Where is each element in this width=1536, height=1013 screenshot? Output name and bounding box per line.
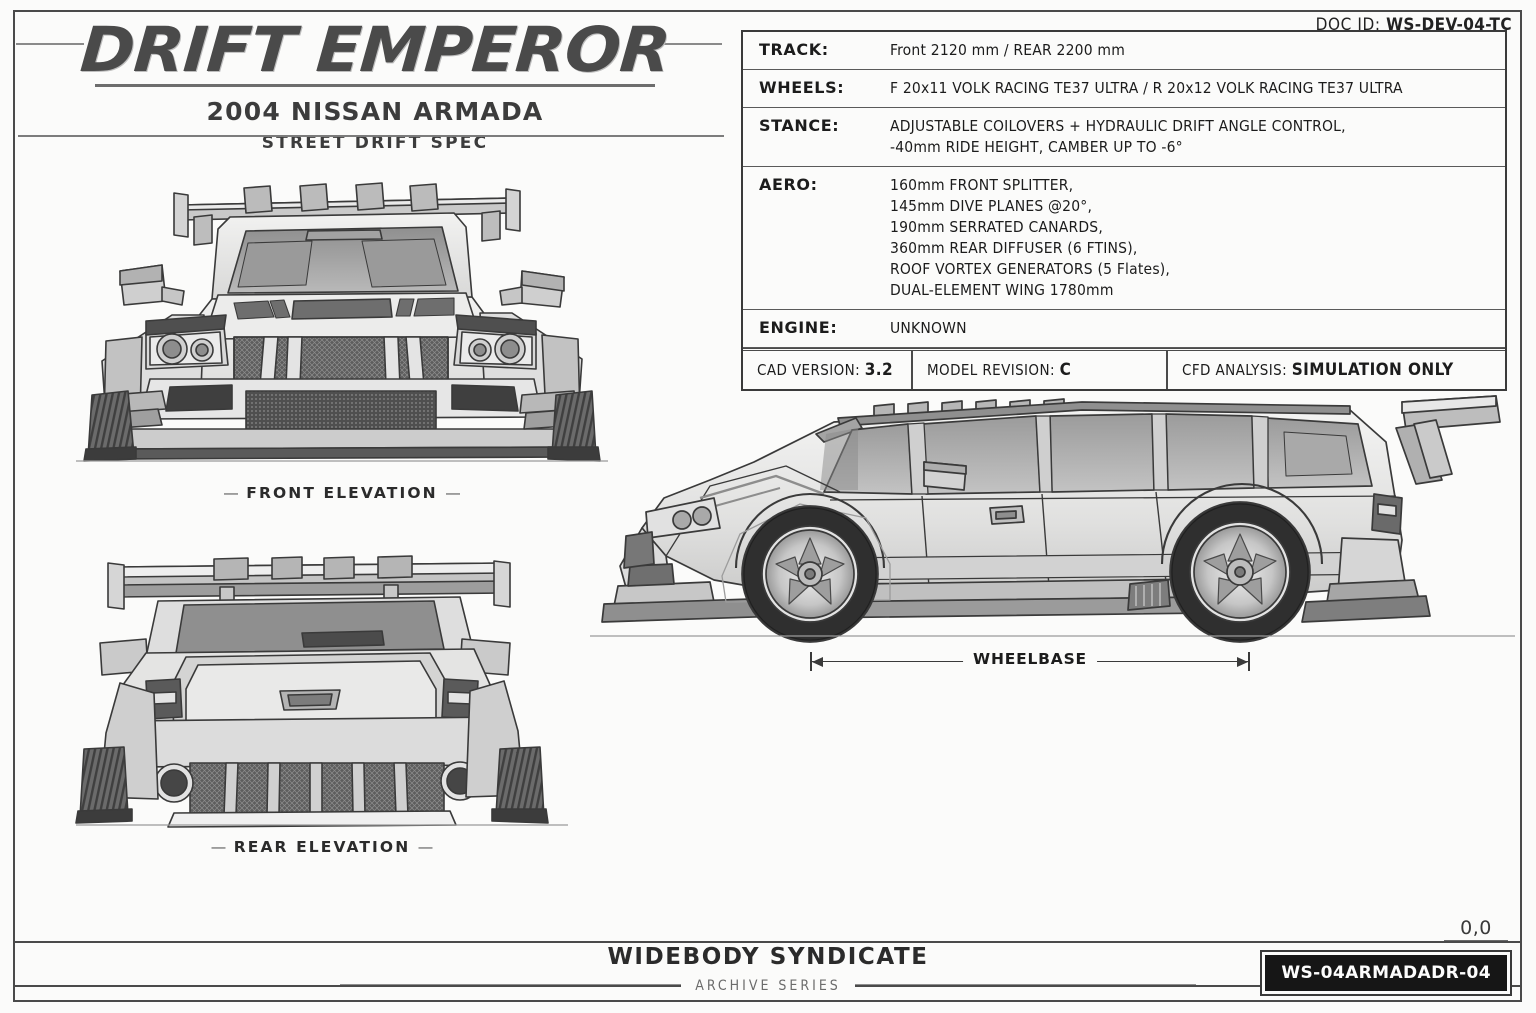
spec-value-line: 360mm REAR DIFFUSER (6 FTINS), [890, 239, 1138, 257]
rear-elevation-text: REAR ELEVATION [233, 838, 411, 856]
spec-value-line: ADJUSTABLE COILOVERS + HYDRAULIC DRIFT A… [890, 117, 1346, 135]
side-view-svg [590, 395, 1515, 643]
spec-footer-value: SIMULATION ONLY [1291, 360, 1454, 380]
spec-row: STANCE: ADJUSTABLE COILOVERS + HYDRAULIC … [743, 108, 1505, 167]
part-number-badge: WS-04ARMADADR-04 [1260, 950, 1512, 996]
title-divider [18, 135, 724, 137]
spec-footer-label: CFD ANALYSIS: [1182, 361, 1288, 379]
wheelbase-dimension: WHEELBASE [810, 650, 1250, 672]
spec-footer-cell: CFD ANALYSIS: SIMULATION ONLY [1168, 351, 1505, 389]
spec-subtitle: STREET DRIFT SPEC [261, 133, 489, 153]
spec-row-value: Front 2120 mm / REAR 2200 mm [884, 32, 1505, 69]
spec-value-line: 160mm FRONT SPLITTER, [890, 176, 1074, 194]
footer-series: ARCHIVE SERIES [681, 978, 855, 994]
spec-row-key: STANCE: [759, 116, 840, 135]
spec-row-value: ADJUSTABLE COILOVERS + HYDRAULIC DRIFT A… [884, 108, 1505, 166]
origin-underline [1444, 939, 1508, 941]
footer-series-wrap: ARCHIVE SERIES [0, 977, 1536, 995]
spec-footer-value: 3.2 [864, 360, 894, 380]
spec-value-line: F 20x11 VOLK RACING TE37 ULTRA / R 20x12… [890, 79, 1403, 97]
spec-footer-value: C [1059, 360, 1072, 380]
spec-footer-cell: CAD VERSION: 3.2 [743, 351, 913, 389]
dash-right: — [417, 838, 434, 856]
spec-value-line: UNKNOWN [890, 319, 967, 337]
dash-right: — [445, 484, 461, 502]
spec-row-value: UNKNOWN [884, 310, 1505, 347]
front-elevation-text: FRONT ELEVATION [246, 484, 438, 502]
dash-left: — [223, 484, 239, 502]
spec-table: TRACK: Front 2120 mm / REAR 2200 mm WHEELS… [741, 30, 1507, 391]
brand-title: DRIFT EMPEROR [77, 13, 673, 86]
dim-arrow-left-icon [812, 656, 823, 667]
spec-row: ENGINE: UNKNOWN [743, 310, 1505, 348]
rear-elevation-label: — REAR ELEVATION — [62, 838, 582, 856]
model-subtitle: 2004 NISSAN ARMADA [206, 97, 544, 126]
spec-footer-label: MODEL REVISION: [927, 361, 1055, 379]
side-elevation-drawing [590, 388, 1515, 650]
front-elevation-label: — FRONT ELEVATION — [62, 484, 622, 502]
footer-company: WIDEBODY SYNDICATE [607, 944, 929, 970]
page-border [13, 10, 1522, 1002]
front-elevation-drawing [62, 165, 622, 465]
spec-row-value: 160mm FRONT SPLITTER, 145mm DIVE PLANES @… [884, 167, 1505, 309]
dim-arrow-right-icon [1237, 656, 1248, 667]
spec-value-line: 145mm DIVE PLANES @20°, [890, 197, 1093, 215]
spec-value-line: -40mm RIDE HEIGHT, CAMBER UP TO -6° [890, 138, 1183, 156]
spec-value-line: 190mm SERRATED CANARDS, [890, 218, 1103, 236]
wheelbase-label: WHEELBASE [963, 650, 1097, 668]
spec-row-key: AERO: [759, 175, 818, 194]
front-view-svg [76, 182, 608, 462]
title-block: DRIFT EMPEROR 2004 NISSAN ARMADA STREET … [30, 13, 720, 153]
spec-row-key: WHEELS: [759, 78, 845, 97]
spec-footer-label: CAD VERSION: [757, 361, 861, 379]
spec-row: WHEELS: F 20x11 VOLK RACING TE37 ULTRA / … [743, 70, 1505, 108]
spec-footer-cell: MODEL REVISION: C [913, 351, 1168, 389]
origin-coords: 0,0 [1460, 916, 1492, 939]
spec-row: TRACK: Front 2120 mm / REAR 2200 mm [743, 32, 1505, 70]
origin-marker: 0,0 [1444, 917, 1508, 941]
spec-row-key: ENGINE: [759, 318, 838, 337]
rear-elevation-drawing [62, 553, 582, 828]
brand-underline [95, 84, 655, 87]
title-rule-right [660, 43, 722, 45]
rear-view-svg [75, 555, 568, 828]
spec-value-line: DUAL-ELEMENT WING 1780mm [890, 281, 1114, 299]
title-rule-left [16, 43, 84, 45]
spec-row-key: TRACK: [759, 40, 829, 59]
dash-left: — [210, 838, 227, 856]
spec-row-value: F 20x11 VOLK RACING TE37 ULTRA / R 20x12… [884, 70, 1505, 107]
spec-value-line: ROOF VORTEX GENERATORS (5 Flates), [890, 260, 1171, 278]
spec-value-line: Front 2120 mm / REAR 2200 mm [890, 41, 1126, 59]
spec-row: AERO: 160mm FRONT SPLITTER, 145mm DIVE PLA… [743, 167, 1505, 310]
